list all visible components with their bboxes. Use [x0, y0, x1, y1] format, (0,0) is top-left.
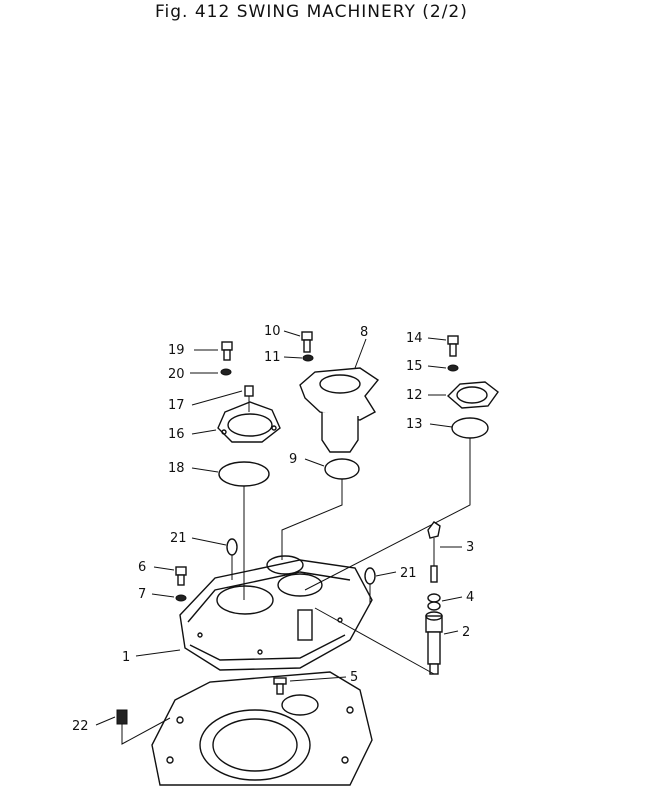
callout-22: 22 [72, 719, 89, 734]
main-housing [179, 555, 373, 671]
bolt-10 [301, 331, 313, 353]
plug-4 [427, 593, 441, 611]
callout-18: 18 [168, 461, 185, 476]
leader-2 [314, 607, 435, 675]
bolt-6 [175, 566, 187, 586]
figure-title: Fig. 412 SWING MACHINERY (2/2) [155, 2, 468, 22]
leader-9 [281, 479, 343, 560]
lower-housing [151, 671, 373, 786]
pipe-2 [425, 611, 443, 675]
callout-8: 8 [360, 325, 368, 340]
o-ring-9 [324, 458, 360, 480]
cover-12 [446, 381, 499, 409]
callout-21-right: 21 [400, 566, 417, 581]
housing-8 [299, 367, 380, 453]
callout-11: 11 [264, 350, 281, 365]
callout-14: 14 [406, 331, 423, 346]
callout-12: 12 [406, 388, 423, 403]
callout-1: 1 [122, 650, 130, 665]
o-ring-18 [218, 461, 270, 487]
callout-5: 5 [350, 670, 358, 685]
plug-22 [116, 709, 128, 725]
plug-5 [273, 677, 287, 695]
callout-9: 9 [289, 452, 297, 467]
callout-2: 2 [462, 625, 470, 640]
washer-15 [447, 364, 459, 372]
callout-4: 4 [466, 590, 474, 605]
callout-17: 17 [168, 398, 185, 413]
callout-3: 3 [466, 540, 474, 555]
cover-16 [217, 401, 281, 443]
callout-16: 16 [168, 427, 185, 442]
bolt-17 [244, 385, 254, 412]
washer-20 [220, 368, 232, 376]
callout-13: 13 [406, 417, 423, 432]
callout-15: 15 [406, 359, 423, 374]
leader-13 [304, 438, 471, 591]
o-ring-13 [451, 417, 489, 439]
callout-21-left: 21 [170, 531, 187, 546]
washer-11 [302, 354, 314, 362]
leader-22 [121, 717, 171, 745]
callout-19: 19 [168, 343, 185, 358]
bolt-19 [221, 341, 233, 361]
callout-arrows [95, 330, 463, 726]
washer-7 [175, 594, 187, 602]
callout-7: 7 [138, 587, 146, 602]
eye-bolt-21-left [226, 538, 238, 580]
bolt-14 [447, 335, 459, 357]
breather-3 [427, 521, 441, 583]
callout-10: 10 [264, 324, 281, 339]
callout-labels: 19 20 17 16 18 10 11 8 9 14 15 12 13 21 … [72, 324, 474, 734]
callout-6: 6 [138, 560, 146, 575]
callout-20: 20 [168, 367, 185, 382]
eye-bolt-21-right [364, 567, 376, 604]
